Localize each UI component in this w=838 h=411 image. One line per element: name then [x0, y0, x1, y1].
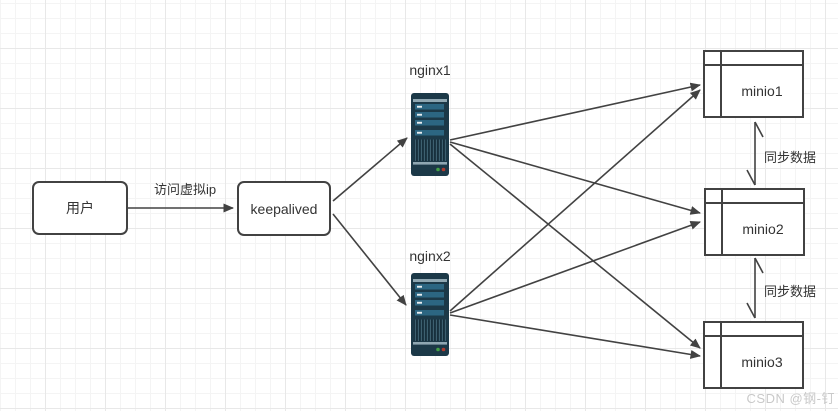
- watermark: CSDN @钢-钉: [746, 391, 835, 406]
- node-user-label: 用户: [66, 200, 94, 216]
- edge-minio1-minio2-sync: [746, 121, 764, 186]
- led-red-icon: [441, 347, 446, 352]
- edge-keepalived-nginx1: [332, 137, 408, 202]
- led-green-icon: [436, 167, 440, 172]
- edge-nginx1-minio2: [449, 141, 701, 215]
- led-green-icon: [436, 347, 440, 352]
- node-minio3-label: minio3: [741, 354, 783, 370]
- edge-label-access-vip: 访问虚拟ip: [153, 182, 217, 197]
- node-minio2-label: minio2: [742, 221, 784, 237]
- node-keepalived: keepalived: [237, 181, 331, 236]
- minio-left-divider: [720, 323, 722, 387]
- node-minio1: minio1: [703, 50, 804, 118]
- node-minio2: minio2: [704, 188, 805, 256]
- edge-label-sync-2: 同步数据: [764, 284, 817, 299]
- server-icon: [411, 273, 449, 356]
- node-nginx1-label: nginx1: [409, 62, 451, 78]
- minio-header-divider: [705, 335, 802, 337]
- node-minio1-label: minio1: [741, 83, 783, 99]
- minio-left-divider: [721, 190, 723, 254]
- edge-nginx2-minio1: [449, 89, 701, 312]
- node-keepalived-label: keepalived: [250, 200, 318, 217]
- edge-nginx2-minio3: [449, 314, 701, 359]
- minio-left-divider: [720, 52, 722, 116]
- edge-nginx2-minio2: [449, 221, 701, 314]
- node-user: 用户: [32, 181, 128, 235]
- edge-label-sync-1: 同步数据: [764, 150, 817, 165]
- edge-nginx1-minio1: [449, 82, 701, 141]
- led-red-icon: [441, 167, 446, 172]
- minio-header-divider: [705, 64, 802, 66]
- node-minio3: minio3: [703, 321, 804, 389]
- server-icon: [411, 93, 449, 176]
- node-nginx2-label: nginx2: [409, 248, 451, 264]
- edge-nginx1-minio3: [449, 143, 701, 349]
- edge-minio2-minio3-sync: [746, 257, 764, 319]
- edge-keepalived-nginx2: [332, 213, 407, 306]
- minio-header-divider: [706, 202, 803, 204]
